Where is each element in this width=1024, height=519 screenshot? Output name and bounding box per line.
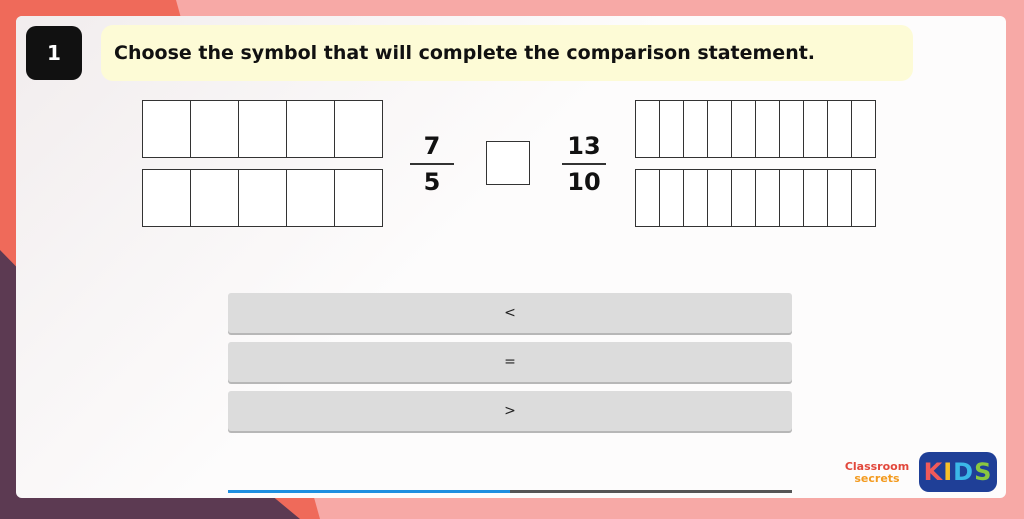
fraction-bar-cell [756,101,780,157]
classroom-secrets-logo-line1: Classroom [844,460,910,473]
fraction-bar-left-2 [142,169,383,227]
option-greater-than-button[interactable]: > [228,391,792,431]
fraction-left-line [410,163,454,165]
classroom-secrets-logo-line2: secrets [854,472,900,485]
option-equals-button[interactable]: = [228,342,792,382]
fraction-bar-cell [239,170,287,226]
fraction-bar-cell [828,101,852,157]
fraction-bar-cell [335,101,382,157]
option-less-than-button[interactable]: < [228,293,792,333]
kids-logo-k: K [923,458,944,486]
fraction-bar-right-1 [635,100,876,158]
progress-bar [228,490,792,493]
fraction-bar-cell [804,170,828,226]
fraction-bar-cell [684,101,708,157]
kids-logo-d: D [953,458,975,486]
fraction-bar-cell [335,170,382,226]
fraction-bar-cell [804,101,828,157]
fraction-bar-cell [732,170,756,226]
fraction-bar-cell [143,170,191,226]
fraction-right-denominator: 10 [567,168,601,196]
fraction-bar-cell [756,170,780,226]
classroom-secrets-logo: Classroom secrets [842,461,912,491]
fraction-right-line [562,163,606,165]
fraction-bar-cell [636,170,660,226]
fraction-bar-cell [636,101,660,157]
fraction-bar-cell [143,101,191,157]
fraction-bar-left-1 [142,100,383,158]
option-less-than-label: < [504,305,516,321]
fraction-bar-cell [287,170,335,226]
fraction-bar-cell [660,170,684,226]
option-equals-label: = [504,354,516,370]
fraction-bar-cell [780,101,804,157]
fraction-bar-right-2 [635,169,876,227]
fraction-bar-cell [852,170,875,226]
fraction-bar-cell [660,101,684,157]
progress-bar-fill [228,490,510,493]
fraction-bar-cell [732,101,756,157]
fraction-bar-cell [239,101,287,157]
answer-blank-box [486,141,530,185]
question-number: 1 [47,41,61,65]
kids-logo-i: I [943,458,954,486]
question-number-badge: 1 [26,26,82,80]
fraction-bar-cell [191,170,239,226]
kids-logo-s: S [974,458,993,486]
fraction-right-numerator: 13 [567,132,601,160]
fraction-bar-cell [852,101,875,157]
fraction-right: 13 10 [562,132,606,196]
fraction-bar-cell [708,170,732,226]
fraction-left-denominator: 5 [423,168,441,196]
question-prompt: Choose the symbol that will complete the… [114,42,816,64]
fraction-bar-cell [708,101,732,157]
kids-logo: K I D S [919,452,997,492]
fraction-bar-cell [780,170,804,226]
question-prompt-box: Choose the symbol that will complete the… [101,25,913,81]
fraction-left: 7 5 [410,132,454,196]
option-greater-than-label: > [504,403,516,419]
fraction-left-numerator: 7 [423,132,441,160]
fraction-bar-cell [191,101,239,157]
fraction-bar-cell [828,170,852,226]
fraction-bar-cell [684,170,708,226]
fraction-bar-cell [287,101,335,157]
